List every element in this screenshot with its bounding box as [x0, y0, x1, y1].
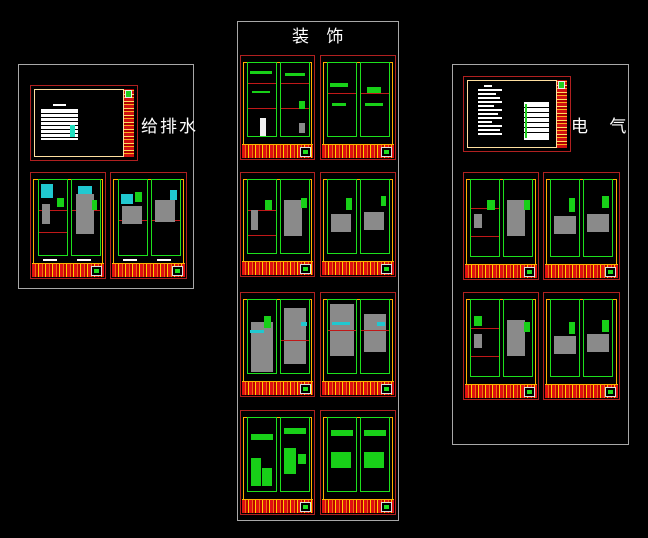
title-block	[32, 263, 104, 277]
plan-sheet-decoration-4[interactable]	[320, 172, 396, 277]
logo-icon	[172, 266, 183, 276]
title-block-strip	[556, 80, 567, 148]
plan-sheet-decoration-7[interactable]	[240, 410, 315, 515]
floor-plan	[71, 179, 101, 256]
group-label-plumbing: 给排水	[141, 117, 198, 137]
group-label-decoration: 装 饰	[292, 27, 350, 47]
group-label-electrical: 电 气	[571, 117, 635, 137]
floor-plan	[118, 179, 148, 256]
drawing-index-table	[41, 109, 78, 140]
group-frame-decoration	[237, 21, 399, 521]
table-heading	[53, 104, 66, 108]
plan-sheet-decoration-6[interactable]	[320, 292, 396, 397]
logo-icon	[300, 264, 311, 274]
plan-sheet-plumbing-2[interactable]	[110, 172, 187, 279]
logo-icon	[381, 147, 392, 157]
floor-plan	[38, 179, 68, 256]
logo-icon	[300, 147, 311, 157]
title-block	[112, 263, 185, 277]
design-notes-text	[478, 85, 502, 137]
logo-icon	[381, 384, 392, 394]
plan-sheet-decoration-8[interactable]	[320, 410, 396, 515]
logo-icon	[524, 267, 535, 277]
plan-sheet-electrical-1[interactable]	[463, 172, 539, 280]
plan-sheet-plumbing-1[interactable]	[30, 172, 106, 279]
plan-sheet-decoration-5[interactable]	[240, 292, 315, 397]
plan-sheet-decoration-1[interactable]	[240, 55, 315, 160]
logo-icon	[300, 502, 311, 512]
title-sheet-electrical[interactable]	[463, 76, 571, 152]
logo-icon	[91, 266, 102, 276]
plan-sheet-electrical-4[interactable]	[543, 292, 620, 400]
floor-plan	[151, 179, 181, 256]
group-frame-electrical	[452, 64, 629, 445]
logo-icon	[558, 81, 565, 89]
logo-icon	[524, 387, 535, 397]
logo-icon	[605, 267, 616, 277]
logo-icon	[300, 384, 311, 394]
legend-table	[524, 102, 549, 140]
plan-sheet-electrical-2[interactable]	[543, 172, 620, 280]
logo-icon	[125, 90, 132, 98]
title-sheet-plumbing[interactable]	[30, 85, 138, 161]
plan-sheet-decoration-2[interactable]	[320, 55, 396, 160]
plan-sheet-electrical-3[interactable]	[463, 292, 539, 400]
logo-icon	[605, 387, 616, 397]
plan-sheet-decoration-3[interactable]	[240, 172, 315, 277]
group-frame-plumbing	[18, 64, 194, 289]
title-block-strip	[123, 89, 134, 157]
logo-icon	[381, 502, 392, 512]
logo-icon	[381, 264, 392, 274]
